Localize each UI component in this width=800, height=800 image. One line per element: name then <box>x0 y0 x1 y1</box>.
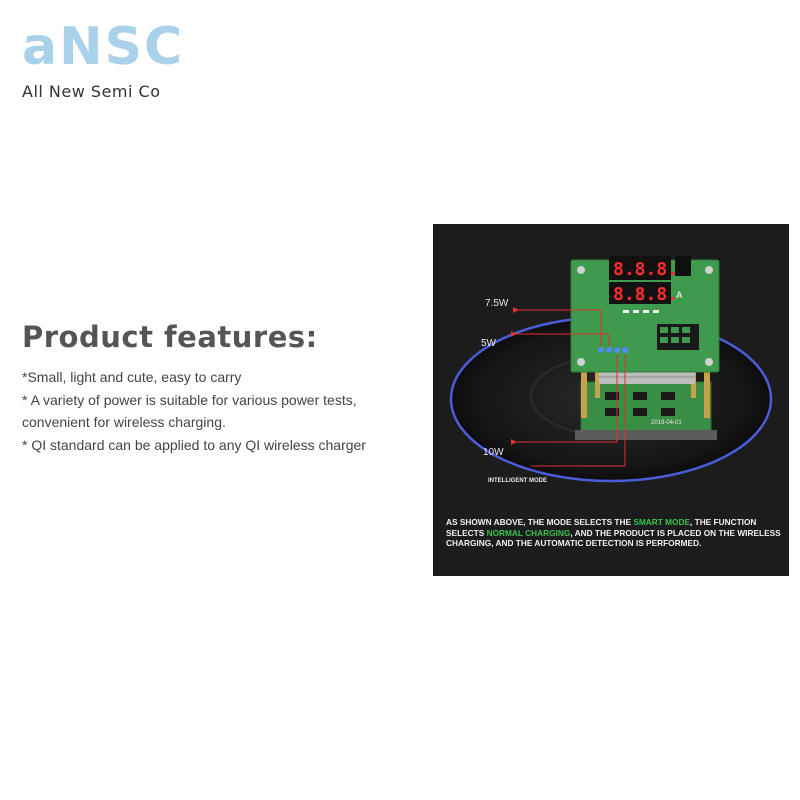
display-bottom-digits: 8.8.8. <box>613 284 678 305</box>
feature-line: convenient for wireless charging. <box>22 414 226 430</box>
product-features: Product features: *Small, light and cute… <box>22 320 442 456</box>
logo-subtitle: All New Semi Co <box>22 82 161 101</box>
label-10w: 10W <box>483 447 504 458</box>
feature-line: * A variety of power is suitable for var… <box>22 391 357 408</box>
caption-smart-mode: smart mode <box>633 517 691 527</box>
product-illustration: 8.8.8. 8.8.8. V A 2 <box>449 256 773 483</box>
feature-line: *Small, light and cute, easy to carry <box>22 369 242 385</box>
logo-mark: aNSC <box>22 17 185 77</box>
label-intelligent-mode: INTELLIGENT MODE <box>488 478 547 484</box>
company-logo: aNSC All New Semi Co <box>22 18 182 101</box>
indicator-lines <box>511 309 626 467</box>
product-photo: 8.8.8. 8.8.8. V A 2 <box>433 224 789 576</box>
display-top-digits: 8.8.8. <box>613 259 678 280</box>
dip-switch-cells <box>660 327 690 343</box>
mount-hole <box>705 358 713 366</box>
mount-hole <box>577 266 585 274</box>
feature-line: * QI standard can be applied to any QI w… <box>22 436 366 453</box>
caption-part: As shown above, the mode selects the <box>446 517 634 527</box>
caption-part: , and the product is placed on the wirel… <box>446 527 781 549</box>
display-bottom <box>609 282 671 304</box>
mode-leds <box>598 347 628 353</box>
board-date: 2019-04-01 <box>651 420 682 426</box>
label-5w: 5W <box>481 338 496 349</box>
caption-normal-charging: normal charging <box>486 527 571 538</box>
buzzer <box>675 256 691 276</box>
mount-hole <box>705 266 713 274</box>
display-top <box>609 256 671 280</box>
mount-hole <box>577 358 585 366</box>
lower-components <box>605 392 675 416</box>
indicator-arrowheads <box>511 307 519 445</box>
caption-part: , the function selects <box>446 517 757 538</box>
lower-board-base <box>575 430 717 440</box>
features-title: Product features: <box>22 320 318 354</box>
product-caption: As shown above, the mode selects the sma… <box>446 517 781 549</box>
label-7-5w: 7.5W <box>485 298 509 309</box>
display-unit-a: A <box>676 290 683 300</box>
board-components <box>623 310 659 313</box>
